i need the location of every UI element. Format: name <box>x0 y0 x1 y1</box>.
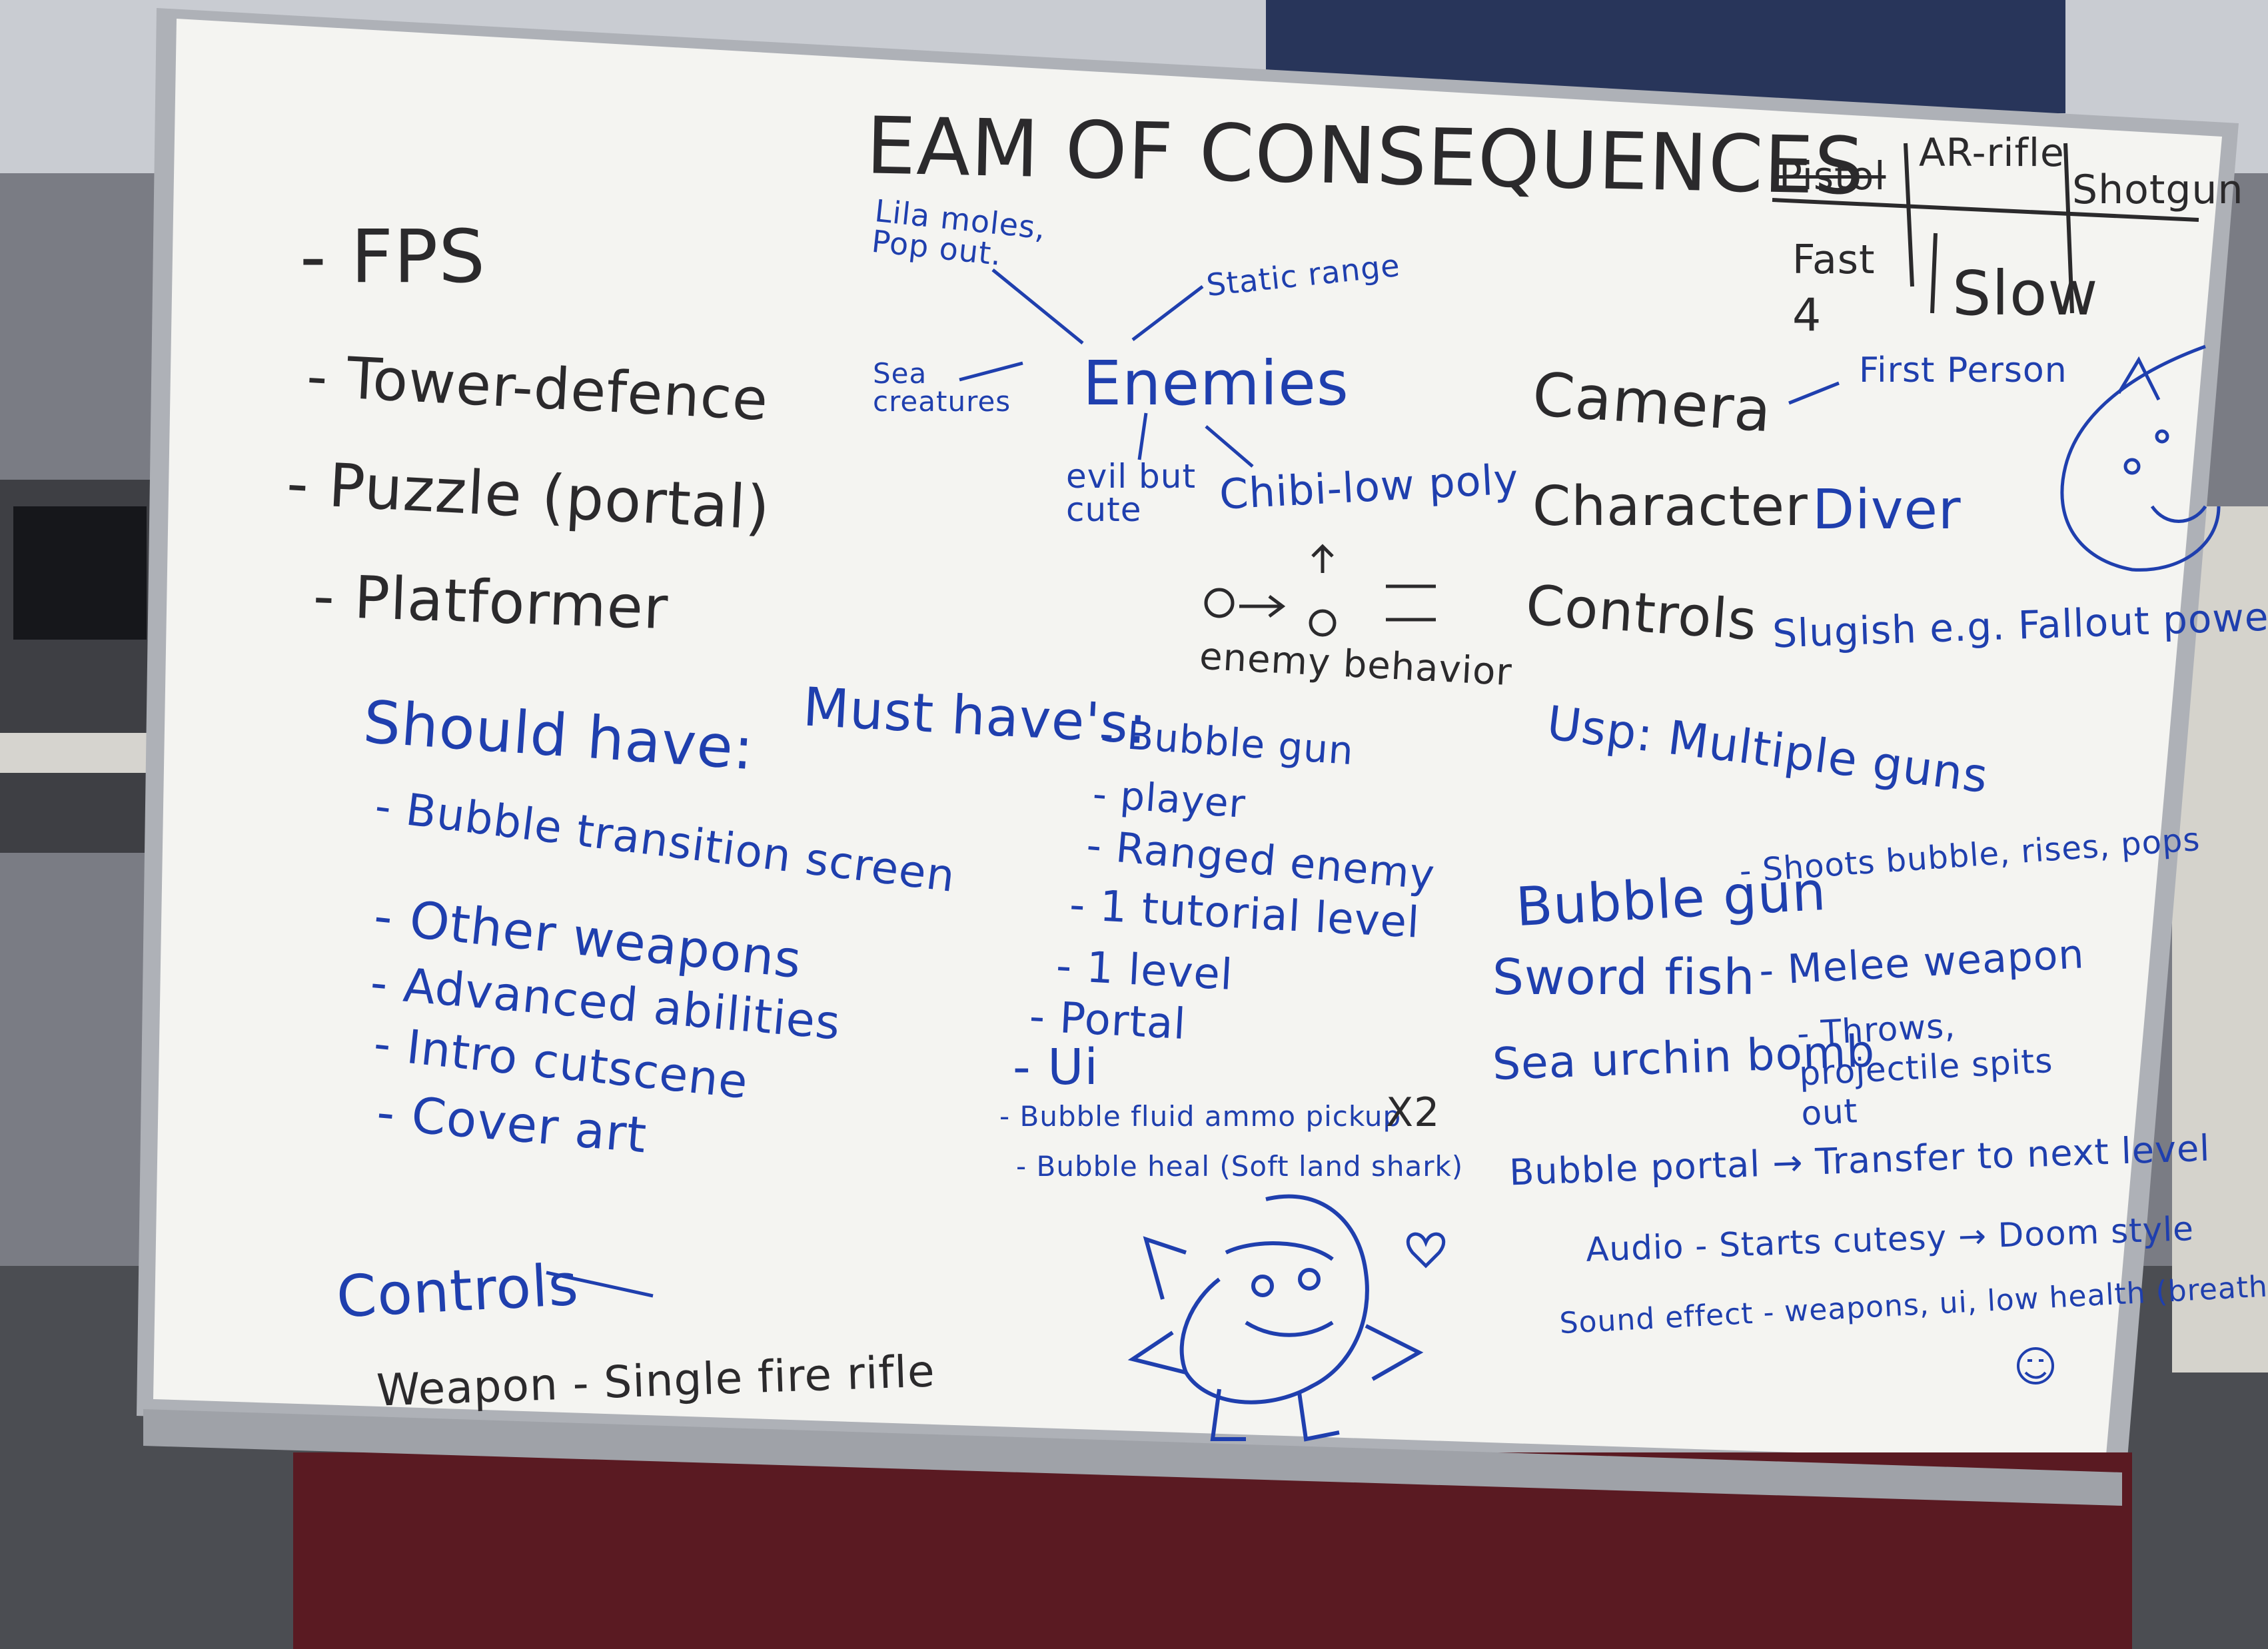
must-have-item-5: - 1 level <box>1055 941 1235 1000</box>
enemies-branch-sea: Sea creatures <box>873 357 1011 418</box>
spec-camera-value: First Person <box>1859 350 2067 390</box>
genre-platformer: - Platformer <box>312 561 670 643</box>
controls-bottom-heading: Controls <box>334 1251 581 1331</box>
desk <box>0 733 173 773</box>
must-have-x2: X2 <box>1386 1089 1440 1136</box>
spec-character: Character <box>1532 475 1808 538</box>
smiley-icon <box>2017 1347 2054 1384</box>
must-have-item-2: - player <box>1091 771 1247 827</box>
genre-fps: - FPS <box>300 214 486 299</box>
enemies-connectors <box>546 269 1840 1298</box>
arrow-icon <box>1204 544 1436 637</box>
spec-camera: Camera <box>1530 359 1774 446</box>
must-have-item-8: - Bubble fluid ammo pickup <box>999 1100 1402 1133</box>
spec-controls: Controls <box>1524 574 1760 653</box>
marker-tray <box>143 1409 2122 1506</box>
enemies-branch-evil: evil but cute <box>1066 457 1197 529</box>
usp-weapon-3-desc: - Throws, projectile spits out <box>1796 1006 2054 1133</box>
heart-icon <box>1406 1232 1446 1269</box>
weapons-header-shotgun: Shotgun <box>2072 167 2244 213</box>
weapons-table-grid <box>1772 143 2199 314</box>
usp-weapon-2-name: Sword fish <box>1492 949 1756 1006</box>
spec-character-value: Diver <box>1812 478 1962 542</box>
board-surface <box>153 19 2222 1462</box>
weapons-fast: Fast <box>1792 237 1876 283</box>
board-title: EAM OF CONSEQUENCES <box>865 99 1866 213</box>
monitor <box>13 506 147 640</box>
weapons-number: 4 <box>1792 289 1822 342</box>
weapons-header-rifle: AR-rifle <box>1919 130 2065 175</box>
fish-mascot-drawing <box>1127 1194 1424 1442</box>
must-have-item-7: - Ui <box>1013 1039 1099 1096</box>
small-fish-sketch <box>2060 344 2221 572</box>
weapons-slow: Slow <box>1952 258 2099 329</box>
weapons-header-pistol: Pistol <box>1779 153 1886 199</box>
enemies-center: Enemies <box>1083 348 1349 419</box>
must-have-item-9: - Bubble heal (Soft land shark) <box>1016 1150 1464 1183</box>
